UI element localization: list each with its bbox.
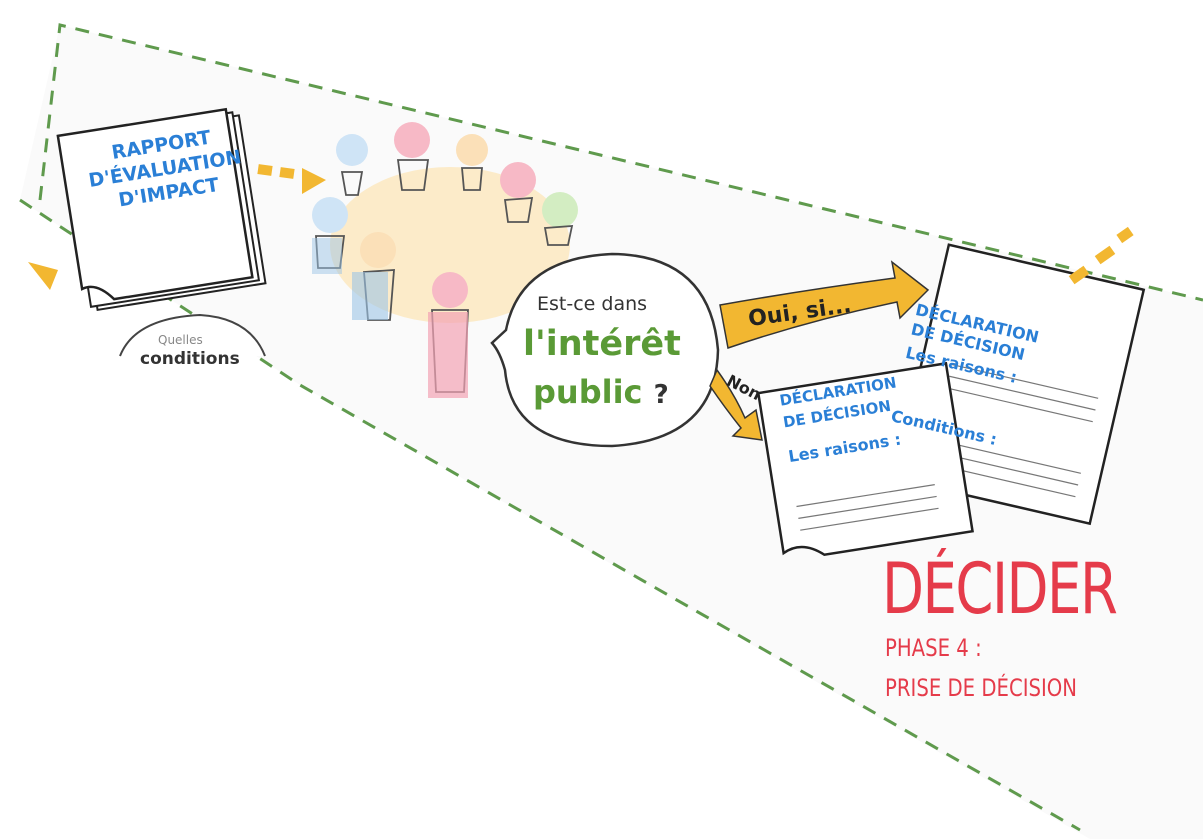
question-bubble-icon [490,252,720,448]
conditions-bubble-icon [119,313,266,357]
meeting-people-icon [312,122,578,398]
phase-title: DÉCIDER [882,548,1118,630]
conditions-note-big: conditions [140,349,240,369]
conditions-note-small: Quelles [158,333,203,347]
decision-no-document-icon [756,361,974,557]
dashed-border-top [38,23,1203,302]
phase-subtitle-2: PRISE DE DÉCISION [885,674,1078,702]
yes-arrow-icon [719,260,930,349]
question-public: public [533,373,643,411]
incoming-arrow [28,262,58,290]
question-line-2: l'intérêt [523,324,681,364]
dashed-arrow-icon [257,164,326,194]
question-mark: ? [653,380,669,410]
question-line-3: public ? [533,373,669,411]
phase-subtitle-1: PHASE 4 : [885,634,982,662]
outgoing-arrow-icon [1068,226,1134,285]
no-arrow-icon [709,368,763,441]
question-line-1: Est-ce dans [537,293,648,315]
report-document-icon [56,107,267,311]
